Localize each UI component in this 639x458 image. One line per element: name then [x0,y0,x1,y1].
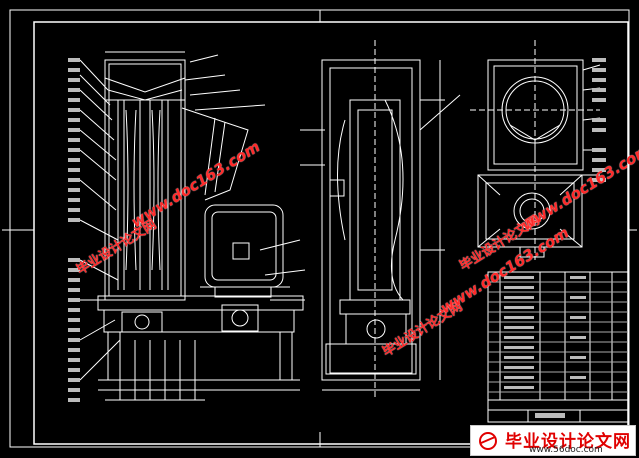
part-labels-left [68,58,80,402]
front-view [79,51,306,401]
logo-mark-icon [479,432,497,450]
logo-url: www.56doc.com [529,445,603,455]
inner-frame [33,21,629,445]
parts-list-table [487,271,629,423]
site-logo: 毕业设计论文网 www.56doc.com [470,425,636,456]
side-view [300,40,461,400]
logo-title: 毕业设计论文网 [505,432,631,452]
table-rows [488,281,628,393]
part-labels-right [504,58,606,418]
